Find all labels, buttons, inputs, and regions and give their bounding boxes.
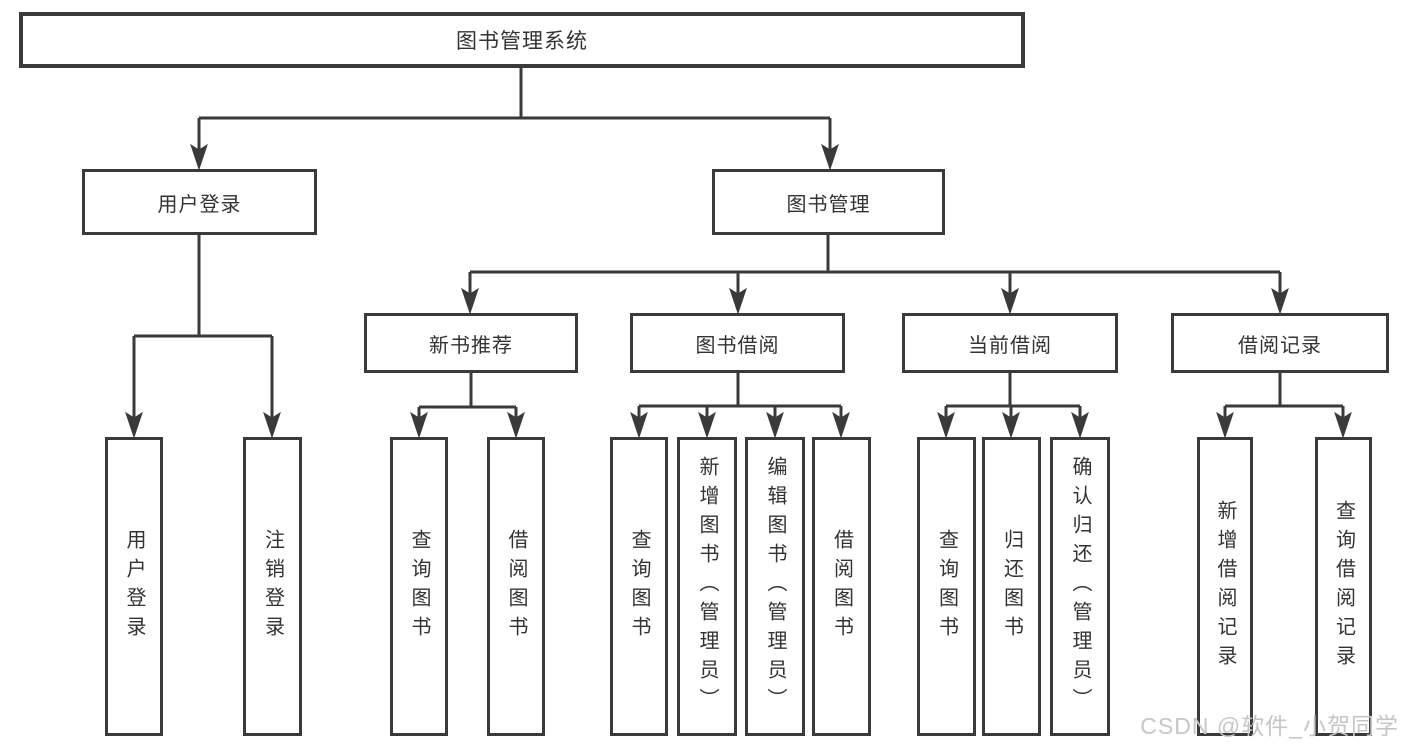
node-label: 新增图书（管理员）: [696, 456, 718, 717]
leaf-query-borrow-record: 查询借阅记录: [1315, 437, 1372, 736]
node-label: 当前借阅: [968, 334, 1052, 357]
leaf-confirm-return-admin: 确认归还（管理员）: [1050, 437, 1110, 736]
node-label: 用户登录: [123, 528, 145, 645]
edge-user-login-to-leaves: [125, 235, 281, 439]
leaf-user-login: 用户登录: [105, 437, 163, 736]
node-label: 图书管理系统: [456, 30, 588, 53]
node-label: 编辑图书（管理员）: [764, 456, 786, 717]
node-book-management: 图书管理: [712, 169, 945, 235]
node-label: 图书管理: [786, 193, 871, 216]
edge-new-book-recommend-to-leaves: [410, 373, 525, 439]
node-label: 注销登录: [261, 528, 284, 645]
leaf-edit-books-admin: 编辑图书（管理员）: [745, 437, 805, 736]
csdn-watermark: CSDN @软件_小贺同学: [1140, 713, 1399, 739]
leaf-add-books-admin: 新增图书（管理员）: [677, 437, 737, 736]
node-label: 借阅记录: [1238, 334, 1322, 357]
leaf-query-books-current: 查询图书: [917, 437, 976, 736]
edge-current-borrow-to-leaves: [937, 373, 1089, 439]
leaf-logout: 注销登录: [243, 437, 302, 736]
leaf-query-books-borrow: 查询图书: [610, 437, 668, 736]
node-borrow-records: 借阅记录: [1171, 313, 1389, 373]
node-label: 新增借阅记录: [1214, 499, 1236, 674]
edge-borrow-records-to-leaves: [1216, 373, 1352, 439]
edge-book-borrow-to-leaves: [630, 373, 850, 439]
node-label: 用户登录: [157, 193, 242, 216]
node-book-borrow: 图书借阅: [630, 313, 845, 373]
node-label: 查询借阅记录: [1332, 499, 1355, 674]
leaf-borrow-books-recommend: 借阅图书: [487, 437, 545, 736]
node-user-login: 用户登录: [82, 169, 317, 235]
leaf-borrow-books: 借阅图书: [812, 437, 871, 736]
node-label: 查询图书: [935, 528, 958, 645]
leaf-add-borrow-record: 新增借阅记录: [1197, 437, 1253, 736]
node-new-book-recommend: 新书推荐: [364, 313, 578, 373]
node-label: 确认归还（管理员）: [1069, 456, 1091, 717]
leaf-return-books: 归还图书: [982, 437, 1041, 736]
node-label: 图书借阅: [695, 334, 780, 357]
node-label: 查询图书: [408, 528, 430, 645]
edge-book-management-to-level3: [461, 235, 1289, 315]
node-label: 借阅图书: [830, 528, 853, 645]
node-label: 查询图书: [628, 528, 650, 645]
edge-root-to-level2: [190, 68, 839, 171]
leaf-query-books-recommend: 查询图书: [390, 437, 448, 736]
node-current-borrow: 当前借阅: [902, 313, 1118, 373]
node-label: 归还图书: [1000, 528, 1023, 645]
node-label: 借阅图书: [505, 528, 527, 645]
node-library-management-system: 图书管理系统: [19, 12, 1025, 68]
node-label: 新书推荐: [429, 334, 513, 357]
